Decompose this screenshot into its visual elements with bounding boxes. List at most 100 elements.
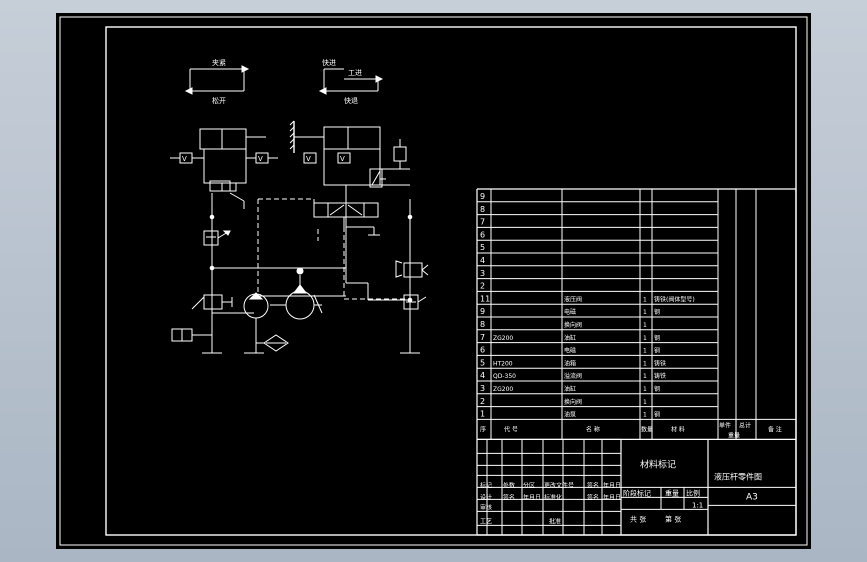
header-unit-weight: 单件	[719, 421, 731, 429]
hydraulic-drawing: 夹紧 松开 快进 工进 快退 V V	[59, 16, 808, 546]
rapid-return-label: 快退	[344, 96, 358, 105]
rev-date: 年月日	[603, 481, 621, 489]
directional-valve	[313, 202, 380, 236]
clamp-cycle-diagram: 夹紧 松开	[184, 58, 250, 105]
weight-label: 重量	[665, 489, 679, 497]
parts-row-name: 电磁	[564, 308, 576, 316]
process-label: 工艺	[480, 517, 492, 525]
material-mark: 材料标记	[640, 458, 676, 470]
drawing-title: 液压杆零件图	[714, 471, 762, 481]
parts-row-qty: 1	[643, 322, 647, 329]
parts-row-qty: 1	[643, 373, 647, 380]
parts-row-no: 2	[480, 397, 485, 406]
parts-row-name: 油箱	[564, 359, 576, 367]
parts-row-code: ZG200	[493, 386, 513, 393]
parts-row-code: ZG200	[493, 335, 513, 342]
clamp-label: 夹紧	[212, 58, 226, 67]
standard-sign: 签名	[587, 493, 599, 501]
parts-row-material: 铸铁	[654, 372, 666, 380]
parts-row-qty: 1	[643, 335, 647, 342]
parts-row-no: 1	[480, 410, 485, 419]
svg-text:V: V	[340, 155, 345, 163]
parts-row-material: 钢	[654, 308, 660, 316]
oil-filter	[256, 334, 289, 352]
parts-row-qty: 1	[643, 386, 647, 393]
hydraulic-pump	[243, 292, 269, 353]
rev-zone: 分区	[523, 481, 535, 489]
parts-row-material: 铸铁(阀体型号)	[654, 295, 695, 303]
parts-row-name: 换向阀	[564, 321, 582, 329]
outer-frame	[59, 16, 808, 546]
header-name: 名 称	[586, 425, 600, 433]
parts-row-no: 6	[480, 230, 485, 239]
parts-row-no: 11	[480, 294, 490, 303]
parts-row-no: 3	[480, 384, 485, 393]
clamp-cylinder	[199, 128, 266, 184]
header-remark: 备 注	[768, 425, 782, 433]
parts-row-material: 铸铁	[654, 359, 666, 367]
parts-row-name: 换向阀	[564, 398, 582, 406]
parts-row-no: 2	[480, 282, 485, 291]
rev-count: 处数	[503, 481, 515, 489]
pressure-switch-right: V	[246, 152, 278, 164]
parts-row-no: 8	[480, 205, 485, 214]
pipelines	[202, 184, 420, 354]
parts-row-qty: 1	[643, 360, 647, 367]
feed-cycle-diagram: 快进 工进 快退	[318, 58, 384, 105]
sequence-valve	[203, 230, 231, 246]
parts-row-name: 油泵	[564, 411, 576, 419]
pressure-relay	[395, 260, 429, 278]
svg-text:V: V	[306, 155, 311, 163]
scale-value: 1:1	[692, 501, 703, 509]
parts-row-qty: 1	[643, 412, 647, 419]
parts-row-no: 5	[480, 243, 485, 252]
parts-row-no: 9	[480, 307, 485, 316]
electric-motor	[270, 267, 323, 320]
rapid-feed-label: 快进	[322, 58, 336, 67]
parts-row-no: 4	[480, 371, 485, 380]
parts-row-name: 油缸	[564, 334, 576, 342]
parts-row-no: 4	[480, 256, 485, 265]
design-date: 年月日	[523, 493, 541, 501]
parts-row-no: 7	[480, 218, 485, 227]
header-qty: 数量	[641, 425, 653, 433]
parts-row-name: 油缸	[564, 385, 576, 393]
parts-row-qty: 1	[643, 296, 647, 303]
parts-row-no: 6	[480, 346, 485, 355]
design-label: 设计	[480, 493, 492, 501]
approve-label: 批准	[549, 517, 561, 525]
parts-row-material: 钢	[654, 347, 660, 355]
pressure-switch-left: V	[170, 152, 204, 164]
sheet-count: 共 张	[630, 514, 646, 523]
svg-text:V: V	[258, 155, 263, 163]
parts-row-name: 电磁	[564, 347, 576, 355]
rev-mark: 标记	[480, 481, 492, 489]
rev-doc: 更改文件号	[544, 481, 574, 489]
check-label: 审核	[480, 503, 492, 511]
parts-row-no: 9	[480, 192, 485, 201]
relief-valve	[191, 294, 233, 310]
parts-row-qty: 1	[643, 309, 647, 316]
pressure-gauge	[171, 328, 212, 342]
standard-label: 标准化	[544, 493, 562, 501]
paper-size: A3	[746, 492, 758, 502]
standard-date: 年月日	[603, 493, 621, 501]
work-feed-label: 工进	[348, 69, 362, 77]
header-no: 序	[480, 425, 486, 433]
header-total-weight: 总计	[739, 421, 751, 429]
parts-row-qty: 1	[643, 348, 647, 355]
header-weight: 重量	[728, 431, 740, 439]
stage-label: 阶段标记	[623, 488, 651, 497]
cad-viewport[interactable]: 夹紧 松开 快进 工进 快退 V V	[56, 13, 811, 549]
parts-row-material: 钢	[654, 411, 660, 419]
design-sign: 签名	[503, 493, 515, 501]
check-valve-clamp	[209, 180, 245, 209]
rev-sign: 签名	[587, 481, 599, 489]
header-material: 材 料	[671, 425, 685, 433]
release-label: 松开	[212, 96, 226, 105]
parts-row-material: 钢	[654, 334, 660, 342]
parts-row-qty: 1	[643, 399, 647, 406]
sheet-number: 第 张	[665, 514, 681, 523]
parts-row-no: 8	[480, 320, 485, 329]
